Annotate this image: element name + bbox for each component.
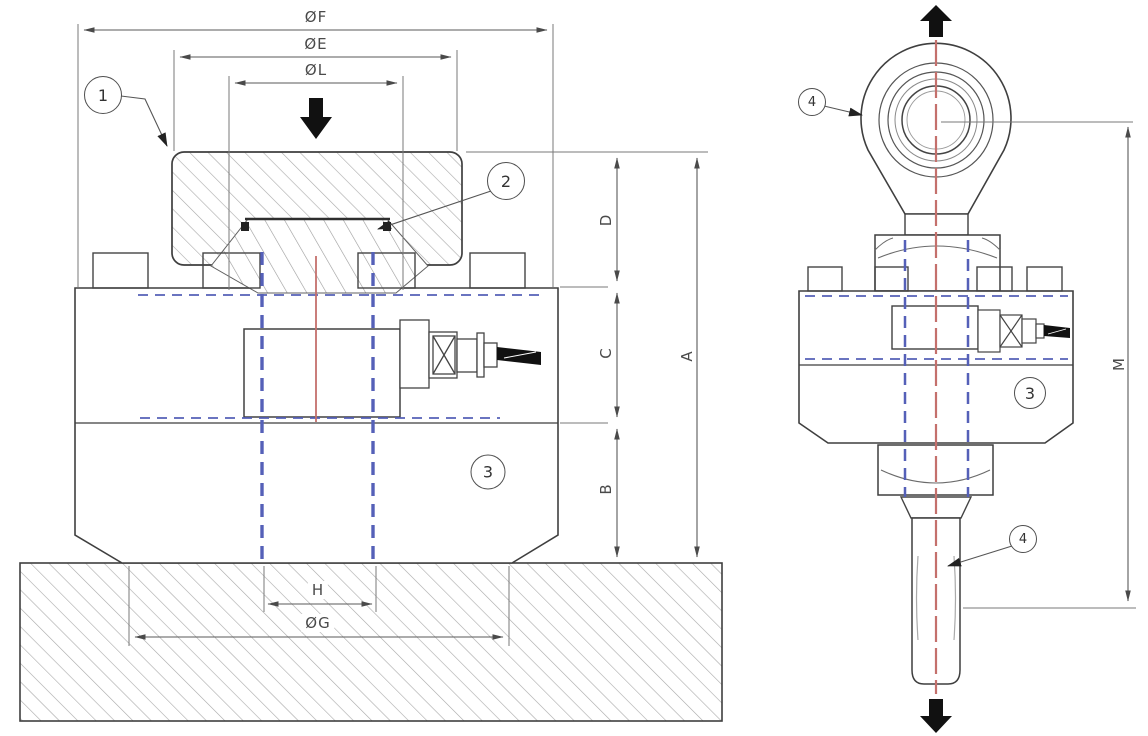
dim-label-m: M xyxy=(1110,357,1128,371)
cable-connector-right xyxy=(977,309,1045,353)
extension-lines-left xyxy=(77,24,708,646)
load-arrow-down-icon xyxy=(300,98,332,139)
dim-label-dia-l: ØL xyxy=(304,61,328,79)
leader-lines-right xyxy=(823,105,1013,567)
callout-4-rod-end-top: 4 xyxy=(798,88,826,116)
dim-label-h: H xyxy=(307,581,329,599)
dim-label-c: C xyxy=(597,347,615,359)
cable-connector-left xyxy=(399,319,498,389)
callout-4-rod-end-bottom: 4 xyxy=(1009,525,1037,553)
left-view-section xyxy=(19,24,723,722)
dim-label-dia-g: ØG xyxy=(301,614,335,632)
dimension-m xyxy=(941,121,1136,609)
load-cell-left xyxy=(243,328,401,418)
hidden-lines-right xyxy=(805,240,1068,497)
callout-1-top-plate: 1 xyxy=(84,76,122,114)
callout-3-body-right: 3 xyxy=(1014,377,1046,409)
right-view-section xyxy=(798,5,1136,733)
cable-right xyxy=(1044,325,1070,338)
dim-label-b: B xyxy=(597,483,615,495)
dimension-lines-left xyxy=(83,27,700,640)
dim-label-a: A xyxy=(678,350,696,362)
load-button xyxy=(210,217,429,294)
cable-left xyxy=(497,347,541,365)
foundation-base xyxy=(19,562,723,722)
bolt-bosses-left xyxy=(92,252,526,289)
bolt-bosses-right xyxy=(807,266,1063,292)
load-arrow-down-right-icon xyxy=(920,699,952,733)
hidden-lines-left xyxy=(138,252,543,563)
dim-label-dia-e: ØE xyxy=(304,35,328,53)
callout-2-load-button: 2 xyxy=(487,162,525,200)
callout-3-body-left: 3 xyxy=(470,454,506,490)
hex-nut-top xyxy=(874,234,1001,292)
dim-label-d: D xyxy=(597,213,615,227)
dim-label-dia-f: ØF xyxy=(304,8,328,26)
load-arrow-up-icon xyxy=(920,5,952,37)
leader-lines-left xyxy=(120,95,492,230)
